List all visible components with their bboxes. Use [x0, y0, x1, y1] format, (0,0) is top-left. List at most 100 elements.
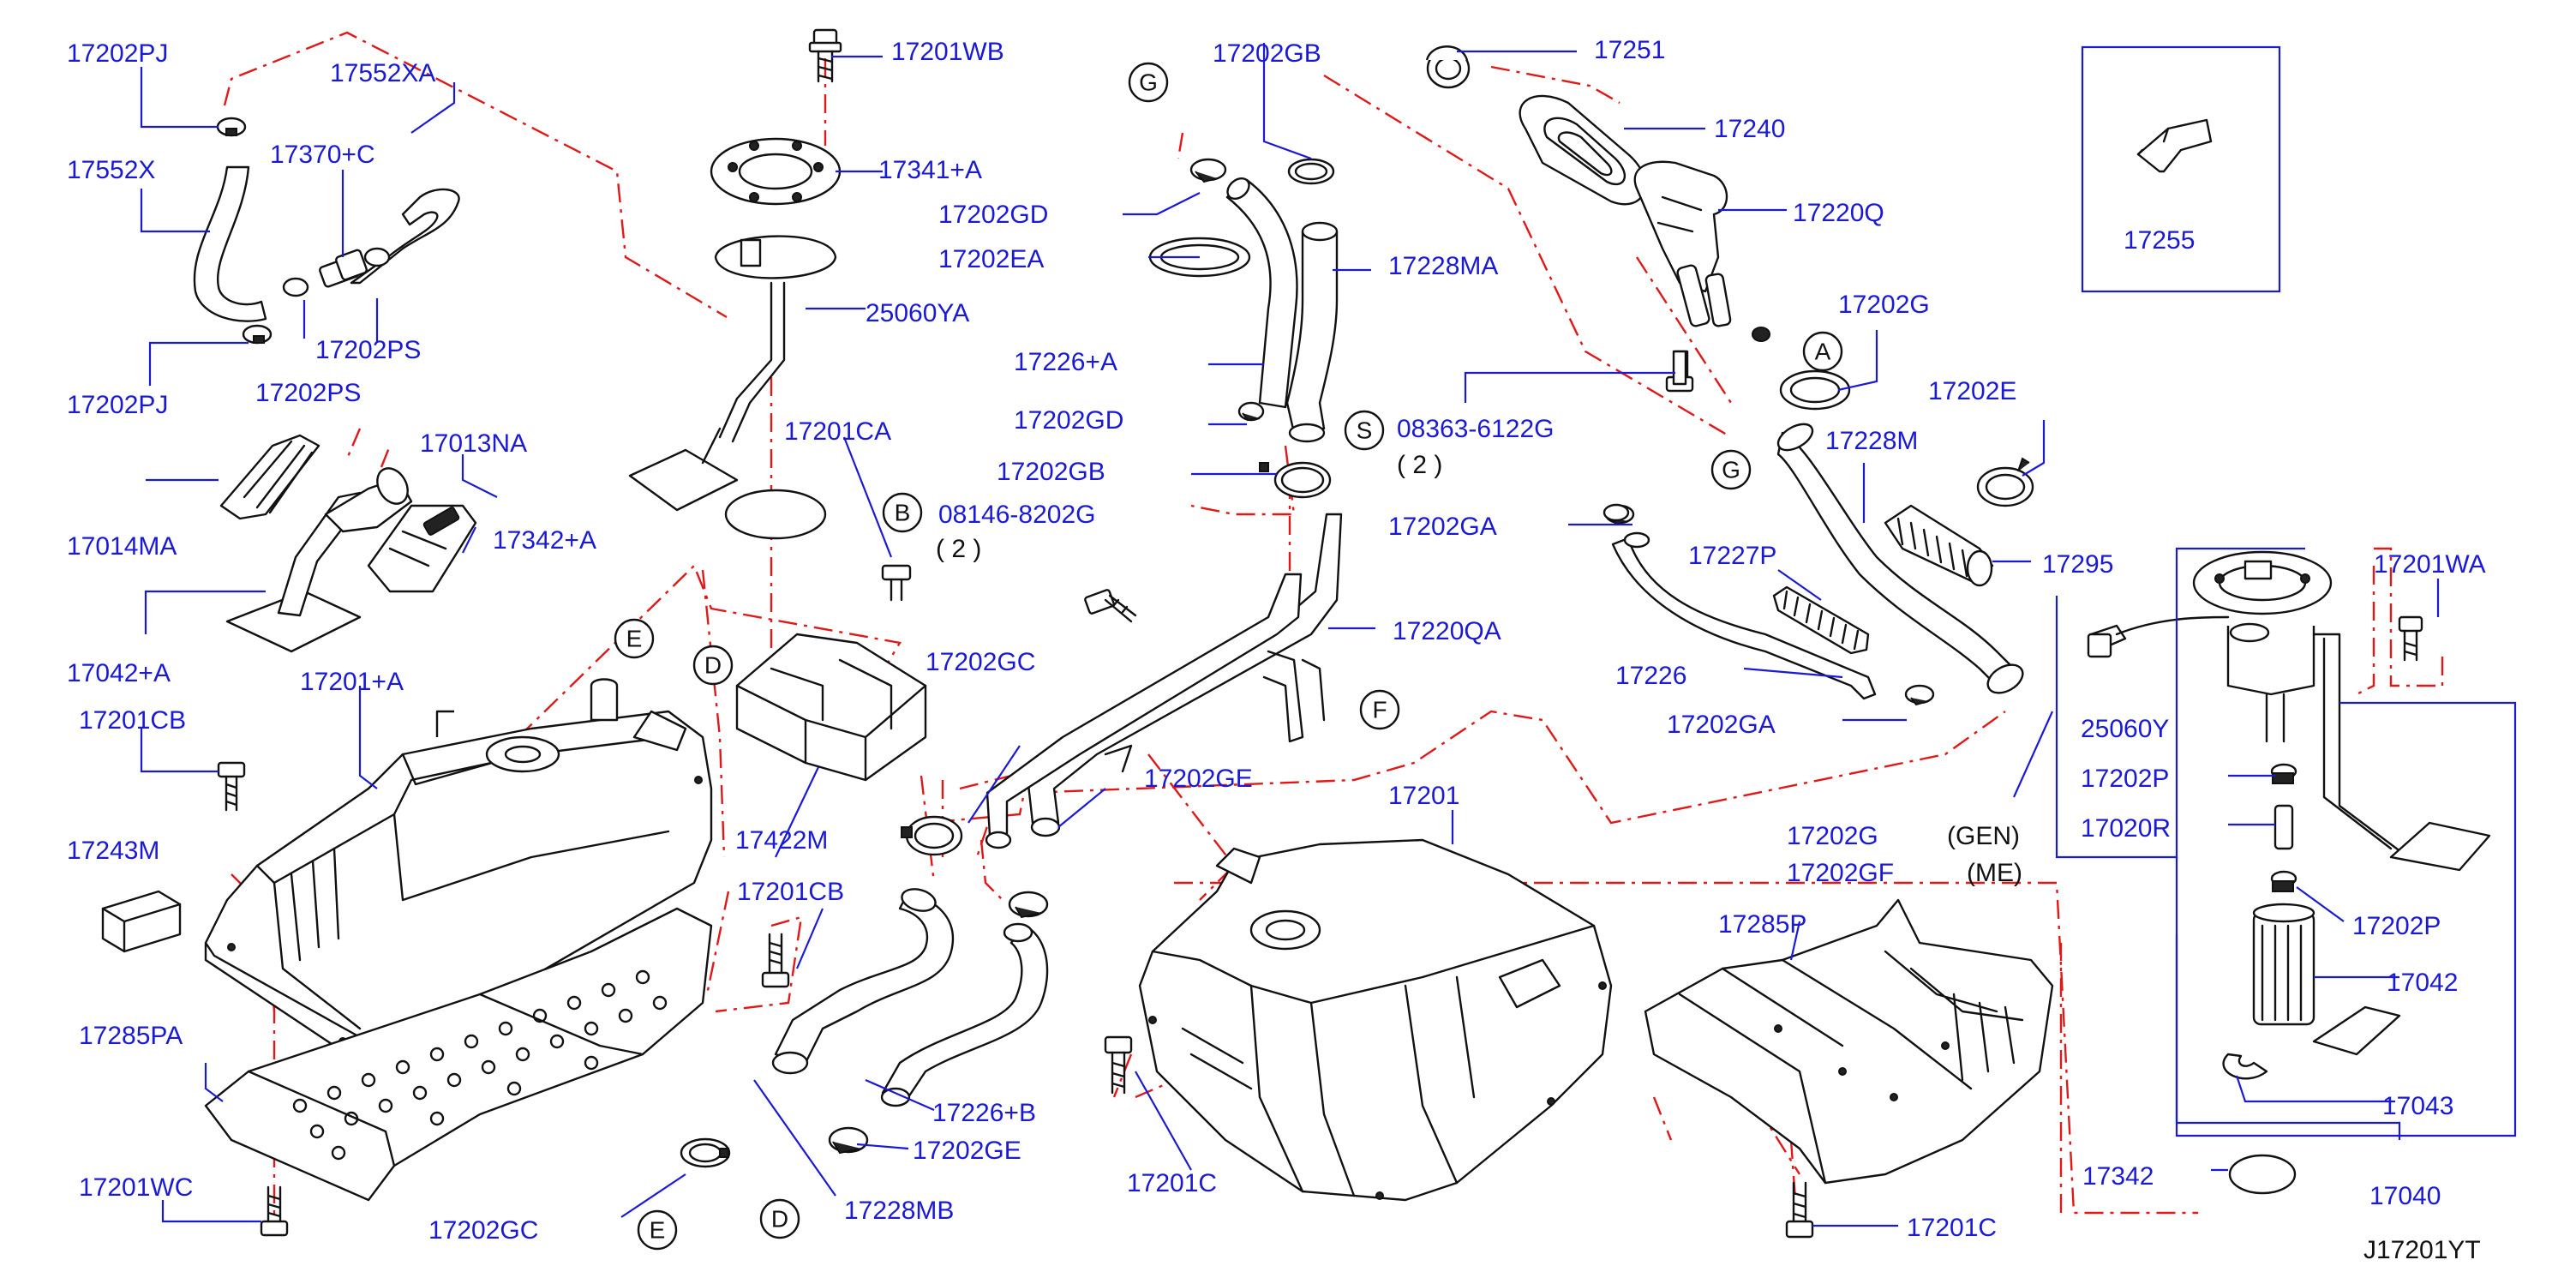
clamp-17202gc-upper: [901, 815, 963, 856]
marker-b-text: B: [895, 500, 911, 526]
protector-plate-17285p: [1644, 898, 2054, 1185]
label-17202gb-top: 17202GB: [1213, 39, 1321, 68]
return-hose-right: [1604, 504, 1935, 706]
marker-g-right-text: G: [1722, 457, 1740, 483]
gasket-17342: [2228, 1154, 2297, 1195]
label-17552xa: 17552XA: [330, 59, 435, 87]
marker-g-right: [1710, 449, 1752, 490]
marker-f: [1359, 689, 1400, 730]
filler-neck-assembly-top-right: [1425, 45, 1851, 411]
label-17251: 17251: [1594, 36, 1665, 64]
marker-d-bottom-text: D: [771, 1206, 788, 1233]
label-17014ma: 17014MA: [67, 532, 177, 561]
note-gen: (GEN): [1947, 822, 2020, 850]
marker-a: [1802, 331, 1843, 372]
fuel-tank-left: [204, 678, 713, 1065]
clamp-17202ga-upper: [1603, 350, 1687, 522]
sender-and-pump-right-box: [2087, 550, 2491, 1080]
label-17422m: 17422M: [735, 826, 828, 855]
label-17202gd-lower: 17202GD: [1014, 406, 1123, 435]
bracket-17255: [2136, 118, 2213, 173]
label-17201wb: 17201WB: [891, 38, 1004, 66]
part-labels: 17202PJ 17552XA 17552X 17370+C 17202PS 1…: [67, 36, 2486, 1245]
label-17013na: 17013NA: [420, 429, 527, 458]
label-17201cb-lower: 17201CB: [737, 878, 844, 906]
filler-hoses-lower-center: [680, 888, 1049, 1168]
label-17341a: 17341+A: [878, 156, 982, 184]
label-17226a: 17226+A: [1014, 348, 1117, 376]
label-17202pj-bottom: 17202PJ: [67, 391, 168, 419]
label-17220qa: 17220QA: [1393, 617, 1501, 645]
label-17228mb: 17228MB: [844, 1197, 954, 1225]
bolts-left: [217, 761, 790, 1237]
label-17201a: 17201+A: [300, 668, 404, 696]
filler-hose-right: [1776, 423, 2034, 694]
label-17228ma: 17228MA: [1388, 252, 1498, 280]
label-17202g-lower: 17202G: [1787, 822, 1878, 850]
label-17202ea: 17202EA: [938, 245, 1044, 273]
label-17042: 17042: [2387, 969, 2458, 997]
bolts-b-and-s: [881, 564, 1137, 623]
label-17202gc-upper: 17202GC: [926, 648, 1035, 676]
protector-block-17422m: [735, 633, 927, 782]
bolts-17201c: [1104, 1035, 1814, 1239]
label-17295: 17295: [2042, 550, 2113, 579]
pad-17243m: [101, 890, 182, 953]
label-17342: 17342: [2082, 1162, 2154, 1191]
label-17285pa: 17285PA: [79, 1022, 183, 1050]
label-17226: 17226: [1615, 662, 1686, 690]
label-17202p-lower: 17202P: [2352, 912, 2441, 940]
label-17226b: 17226+B: [932, 1099, 1036, 1127]
diagram-code: J17201YT: [2363, 1236, 2481, 1264]
marker-s-text: S: [1357, 417, 1373, 444]
label-08146-8202g: 08146-8202G: [938, 501, 1096, 529]
label-17202ps-right: 17202PS: [315, 336, 421, 364]
label-17370c: 17370+C: [270, 141, 375, 169]
label-17202ge-lower: 17202GE: [913, 1137, 1021, 1165]
label-17202gf: 17202GF: [1787, 859, 1894, 887]
label-17040: 17040: [2369, 1182, 2441, 1210]
label-17202gc-lower: 17202GC: [428, 1216, 538, 1245]
label-17243m: 17243M: [67, 837, 159, 865]
fuel-pump-parts-left: [219, 434, 477, 653]
label-17342a: 17342+A: [493, 526, 596, 555]
label-17202ga-lower: 17202GA: [1667, 711, 1776, 739]
marker-s: [1344, 410, 1385, 451]
marker-d-top: [692, 645, 734, 686]
label-17201c-left: 17201C: [1127, 1169, 1217, 1197]
label-17202pj-top: 17202PJ: [67, 39, 168, 68]
marker-e-bottom: [637, 1209, 678, 1251]
label-17202gd-top: 17202GD: [938, 201, 1048, 229]
label-17202ga-upper: 17202GA: [1388, 513, 1497, 541]
fuel-tank-main: [1138, 838, 1613, 1202]
label-qty-s: ( 2 ): [1397, 451, 1442, 479]
filler-hoses-upper-center: [1148, 158, 1339, 499]
marker-e-top: [614, 618, 655, 659]
label-17042a: 17042+A: [67, 659, 171, 687]
label-17201wc: 17201WC: [79, 1173, 193, 1202]
label-17201wa: 17201WA: [2374, 550, 2486, 579]
marker-d-top-text: D: [704, 652, 722, 679]
marker-circles: G S B A G F E D D E: [614, 62, 1843, 1251]
label-17202g-top: 17202G: [1838, 291, 1930, 319]
inset-boxes: [2055, 45, 2517, 1137]
label-17220q: 17220Q: [1793, 199, 1884, 227]
perforation-holes: [292, 969, 668, 1161]
marker-d-bottom: [759, 1198, 800, 1239]
marker-g-top-text: G: [1139, 69, 1158, 96]
label-17043: 17043: [2382, 1092, 2453, 1120]
label-17201cb-upper: 17201CB: [79, 706, 186, 735]
label-17202ps-lower: 17202PS: [255, 379, 361, 407]
marker-e-bottom-text: E: [650, 1217, 666, 1244]
label-17201ca: 17201CA: [784, 417, 891, 446]
label-17202ge-upper: 17202GE: [1144, 765, 1253, 793]
label-17020r: 17020R: [2081, 814, 2171, 843]
marker-g-top: [1128, 62, 1169, 103]
label-25060ya: 25060YA: [866, 299, 969, 327]
label-17202gb-lower: 17202GB: [997, 458, 1105, 486]
label-25060y: 25060Y: [2081, 715, 2169, 743]
variant-notes: (GEN) (ME): [1947, 822, 2022, 887]
marker-b: [882, 492, 923, 533]
